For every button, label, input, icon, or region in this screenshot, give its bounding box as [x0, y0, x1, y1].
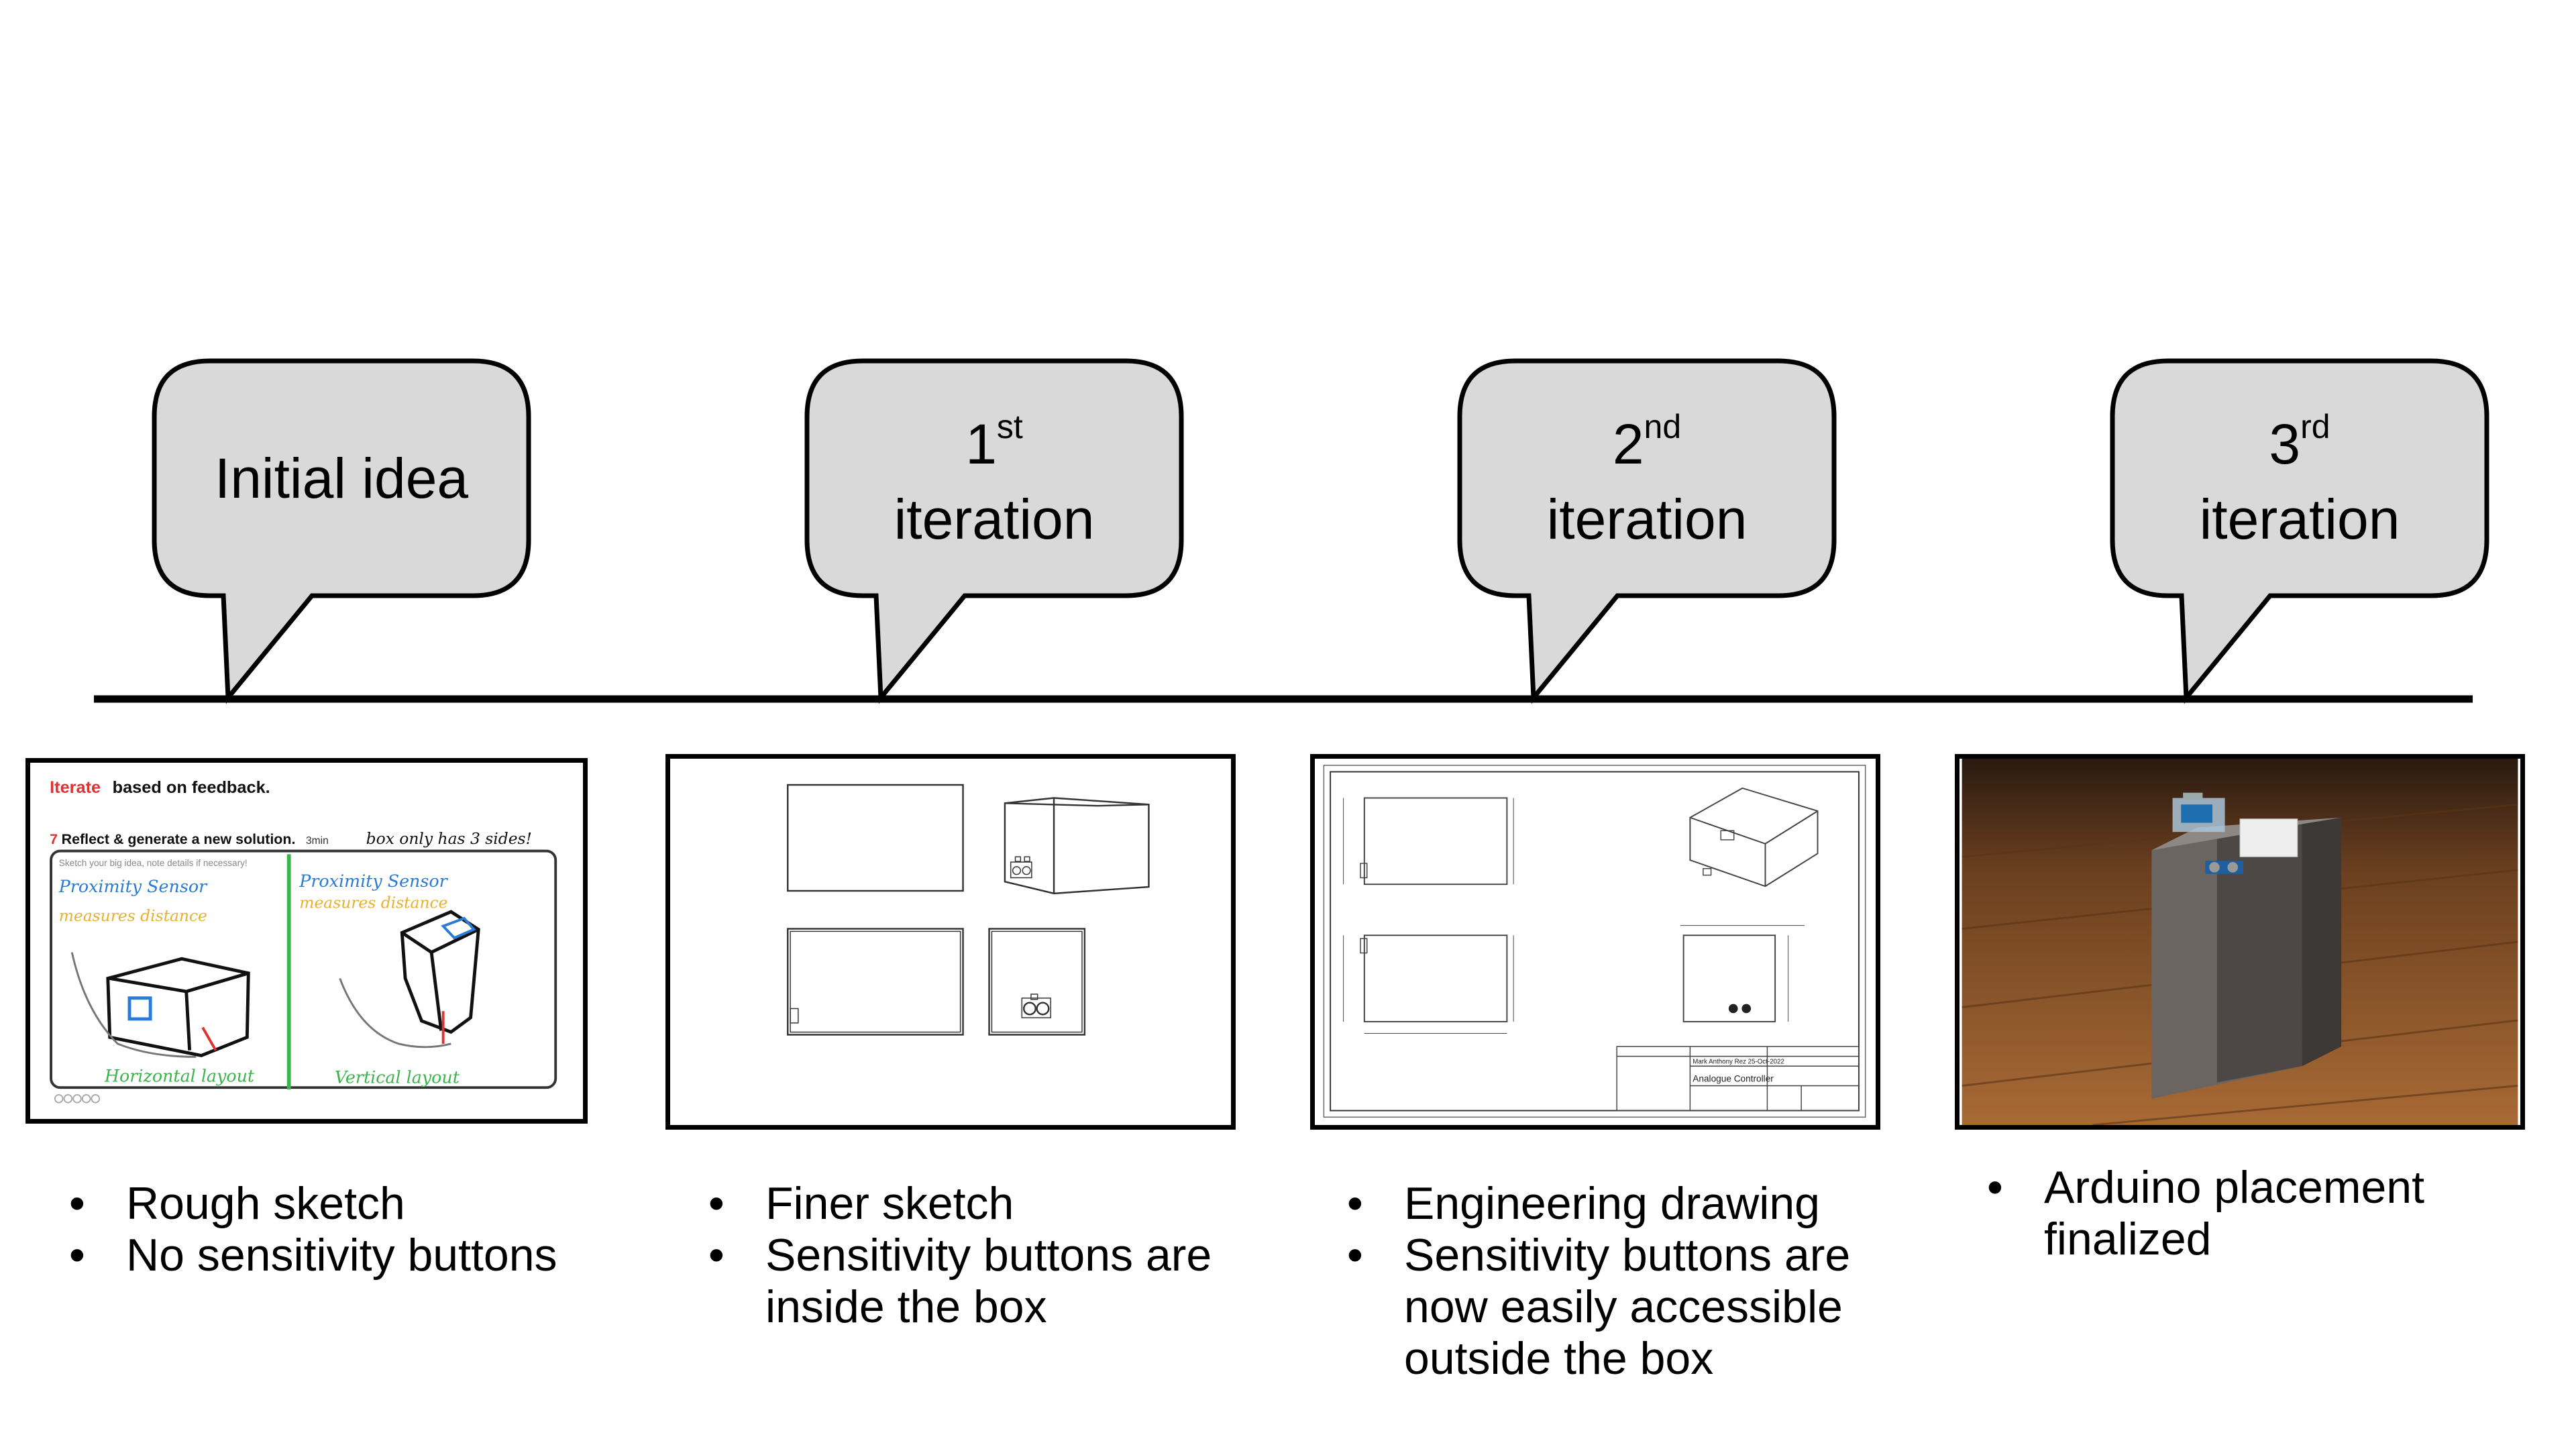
sketch-drawing: Iterate based on feedback. 7 Reflect & g… — [50, 778, 557, 1104]
side-view-button-2 — [1036, 1002, 1050, 1016]
bubble-label-3rd: 3rd iteration — [2112, 408, 2487, 553]
left-arrow — [201, 1026, 217, 1051]
front-view-port — [790, 1008, 799, 1024]
side-view-rect — [988, 928, 1086, 1036]
right-hand-sketch — [339, 978, 451, 1049]
drawing-top-view — [1363, 797, 1508, 885]
bullet-item: Rough sketch — [69, 1178, 619, 1230]
drawing-side-view — [1682, 934, 1776, 1022]
drawing-title-block — [1616, 1046, 1860, 1112]
bullets-initial: Rough sketch No sensitivity buttons — [69, 1178, 619, 1281]
bubble-label-2nd: 2nd iteration — [1459, 408, 1835, 553]
right-layout-label: Vertical layout — [335, 1067, 460, 1087]
right-measure-label: measures distance — [299, 893, 447, 912]
step-number: 7 — [50, 831, 58, 847]
speech-bubble-initial — [152, 358, 531, 704]
bubble-text: iteration — [1546, 488, 1748, 551]
top-view-rect — [787, 784, 964, 892]
bullet-item: No sensitivity buttons — [69, 1230, 619, 1281]
side-view-led — [1030, 994, 1038, 1000]
bullets-3rd: Arduino placement finalized — [1987, 1162, 2483, 1265]
side-view-button-1 — [1022, 1002, 1036, 1016]
speech-bubble-3rd — [2110, 358, 2489, 704]
left-sensor-icon — [127, 996, 152, 1021]
bullet-item: Finer sketch — [708, 1178, 1258, 1230]
bubble-suffix: st — [996, 408, 1023, 445]
left-box-sketch — [106, 957, 250, 1058]
left-layout-label: Horizontal layout — [104, 1065, 255, 1085]
arduino-board — [2172, 792, 2225, 833]
bubble-text: Initial idea — [214, 447, 469, 510]
left-hand-sketch — [70, 952, 197, 1058]
engineering-drawing-image: Mark Anthony Rez 25-Oct-2022 Analogue Co… — [1310, 754, 1880, 1130]
engineering-drawing: Mark Anthony Rez 25-Oct-2022 Analogue Co… — [1323, 765, 1866, 1118]
drawing-outer-border — [1323, 765, 1866, 1118]
rough-sketch-image: Iterate based on feedback. 7 Reflect & g… — [25, 758, 588, 1124]
step-time: 3min — [306, 835, 329, 847]
front-view-inner — [790, 930, 961, 1033]
bullet-item: Engineering drawing — [1347, 1178, 1911, 1230]
footer-dots — [54, 1093, 101, 1104]
iterate-heading: based on feedback. — [113, 778, 270, 797]
side-view-inner — [991, 930, 1083, 1033]
bubble-label-initial: Initial idea — [154, 445, 529, 512]
drawing-iso-view — [1689, 787, 1819, 888]
finer-sketch-drawing — [787, 784, 1150, 1036]
drawing-front-view — [1363, 934, 1508, 1022]
bullets-2nd: Engineering drawing Sensitivity buttons … — [1347, 1178, 1911, 1385]
bubble-ordinal: 2 — [1612, 413, 1644, 476]
speech-bubble-1st — [804, 358, 1184, 704]
sensor-module — [2205, 861, 2243, 874]
drawing-inner-border — [1330, 771, 1860, 1112]
drawing-title: Analogue Controller — [1693, 1074, 1774, 1084]
right-sensor-label: Proximity Sensor — [299, 871, 448, 891]
left-sensor-label: Proximity Sensor — [58, 876, 208, 896]
bullets-1st: Finer sketch Sensitivity buttons are ins… — [708, 1178, 1258, 1333]
arduino-photo — [1955, 754, 2525, 1130]
finer-sketch-image — [665, 754, 1236, 1130]
white-plate — [2239, 818, 2298, 857]
bullet-item: Arduino placement finalized — [1987, 1162, 2483, 1265]
bubble-text: iteration — [2199, 488, 2400, 551]
box-pedestal — [2151, 817, 2342, 1099]
box-note: box only has 3 sides! — [366, 829, 532, 848]
right-box-sketch — [400, 910, 480, 1034]
bubble-suffix: rd — [2300, 408, 2330, 445]
drawing-author: Mark Anthony Rez 25-Oct-2022 — [1693, 1058, 1784, 1065]
bullet-item: Sensitivity buttons are inside the box — [708, 1230, 1258, 1333]
right-sensor-icon — [441, 916, 476, 940]
bubble-label-1st: 1st iteration — [806, 408, 1182, 553]
front-view-rect — [787, 928, 964, 1036]
bubble-suffix: nd — [1644, 408, 1682, 445]
bullet-item: Sensitivity buttons are now easily acces… — [1347, 1230, 1911, 1385]
photo-rendering — [1962, 759, 2518, 1125]
sketch-frame — [50, 849, 557, 1089]
side-view-button-panel — [1021, 998, 1051, 1018]
bubble-ordinal: 3 — [2269, 413, 2301, 476]
speech-bubble-2nd — [1457, 358, 1837, 704]
sketch-hint: Sketch your big idea, note details if ne… — [59, 858, 248, 868]
iterate-word: Iterate — [50, 778, 101, 797]
step-heading: Reflect & generate a new solution. — [62, 831, 296, 847]
bubble-ordinal: 1 — [965, 413, 997, 476]
iso-box-sketch — [1004, 797, 1150, 895]
bubble-text: iteration — [894, 488, 1095, 551]
left-measure-label: measures distance — [59, 906, 207, 925]
